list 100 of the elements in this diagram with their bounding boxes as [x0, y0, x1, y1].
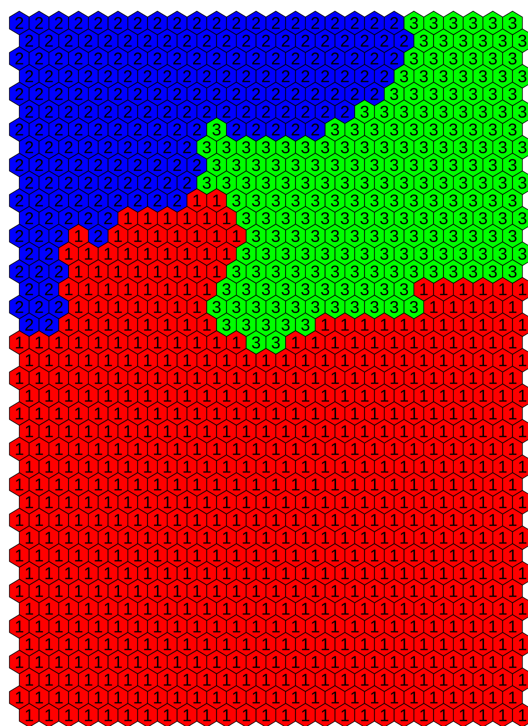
node-label: 1: [420, 709, 428, 722]
node-label: 1: [518, 318, 526, 331]
node-label: 1: [380, 709, 388, 722]
hexagon-cell: 1: [216, 703, 237, 726]
hexagon-cell: 1: [472, 703, 494, 726]
node-label: 1: [509, 692, 516, 704]
node-label: 1: [26, 709, 34, 722]
hexagon-cell: 1: [394, 703, 414, 726]
hexagon-cell: 1: [38, 703, 60, 726]
node-label: 1: [262, 709, 270, 722]
hexagon-cell: 1: [18, 703, 40, 726]
node-label: 1: [480, 709, 487, 722]
node-label: 1: [282, 709, 290, 722]
hexagon-cell: 1: [118, 703, 138, 726]
node-label: 1: [45, 709, 53, 722]
node-label: 1: [84, 709, 92, 722]
hexagon-cell: 1: [512, 596, 528, 621]
node-label: 3: [508, 230, 517, 242]
hexagon-cell: 1: [314, 703, 336, 726]
hexagon-cell: 1: [512, 454, 528, 479]
node-label: 3: [518, 34, 526, 47]
hexagon-cell: 1: [58, 703, 79, 726]
node-label: 1: [509, 585, 516, 597]
hexagon-cell: 1: [512, 668, 528, 692]
node-label: 1: [518, 460, 526, 473]
node-label: 1: [400, 709, 408, 722]
hexagon-cell: 1: [275, 703, 296, 726]
node-label: 3: [508, 52, 517, 65]
node-label: 1: [302, 709, 310, 722]
node-label: 1: [509, 443, 516, 455]
hexagon-cell: 1: [512, 312, 528, 337]
hexagon-cell: 1: [512, 490, 528, 514]
node-label: 1: [184, 709, 191, 722]
node-label: 1: [509, 372, 516, 384]
node-label: 1: [361, 709, 368, 722]
node-label: 3: [508, 194, 517, 207]
node-label: 3: [518, 248, 526, 260]
node-label: 1: [518, 532, 526, 544]
hexagon-cell: 1: [512, 277, 528, 302]
node-label: 3: [518, 212, 526, 224]
node-label: 1: [509, 656, 516, 668]
hexagon-cell: 1: [354, 703, 375, 726]
node-label: 3: [508, 16, 517, 30]
node-label: 1: [518, 674, 526, 686]
node-label: 1: [509, 301, 516, 313]
node-label: 1: [341, 709, 349, 722]
hexagon-cell: 1: [295, 703, 316, 726]
hexagon-cell: 1: [414, 703, 434, 726]
node-label: 1: [499, 709, 507, 722]
hexagon-cell: 1: [256, 703, 276, 726]
node-label: 1: [65, 709, 73, 722]
node-label: 1: [223, 709, 230, 722]
node-label: 3: [518, 141, 526, 154]
node-label: 1: [518, 496, 526, 508]
hexagon-cell: 1: [374, 703, 395, 726]
node-label: 1: [509, 620, 516, 632]
node-label: 1: [322, 709, 330, 722]
hexagon-cell: 1: [512, 703, 528, 726]
hexagon-cell: 1: [512, 526, 528, 550]
node-label: 1: [144, 709, 152, 722]
node-label: 1: [124, 709, 132, 722]
node-label: 1: [164, 709, 172, 722]
hexagon-cell: 1: [98, 703, 118, 726]
node-label: 1: [104, 709, 112, 722]
node-label: 1: [509, 478, 516, 490]
node-label: 1: [509, 336, 516, 348]
hexagon-cell: 1: [78, 703, 99, 726]
node-label: 1: [509, 514, 516, 526]
node-label: 3: [508, 88, 517, 100]
hexagon-cell: 1: [196, 703, 217, 726]
node-label: 1: [518, 602, 526, 615]
node-label: 1: [242, 709, 250, 722]
hexagon-cell: 1: [512, 632, 528, 656]
hexagon-cell: 1: [236, 703, 256, 726]
hexagon-cell: 1: [334, 703, 356, 726]
node-label: 1: [518, 283, 526, 296]
node-label: 3: [518, 176, 526, 189]
node-label: 1: [440, 709, 448, 722]
hexagon-cell: 1: [137, 703, 158, 726]
hexagon-cell: 1: [512, 561, 528, 586]
node-label: 3: [518, 70, 526, 82]
node-label: 3: [508, 123, 517, 136]
node-label: 1: [460, 709, 468, 722]
node-label: 1: [518, 425, 526, 438]
node-label: 3: [518, 106, 526, 118]
node-label: 1: [509, 408, 516, 420]
node-label: 1: [518, 638, 526, 650]
hexagon-cell: 1: [157, 703, 178, 726]
hexagon-cell: 1: [512, 419, 528, 444]
node-label: 1: [518, 709, 526, 722]
hexagon-cell: 1: [176, 703, 198, 726]
hexagon-cell: 1: [433, 703, 454, 726]
hexagon-cell: 1: [453, 703, 474, 726]
node-label: 1: [518, 354, 526, 366]
hexagon-cell: 1: [512, 384, 528, 408]
node-label: 3: [508, 158, 517, 172]
node-label: 1: [203, 709, 211, 722]
node-label: 1: [518, 390, 526, 402]
node-label: 1: [509, 550, 516, 562]
hexagon-cell: 1: [512, 348, 528, 372]
